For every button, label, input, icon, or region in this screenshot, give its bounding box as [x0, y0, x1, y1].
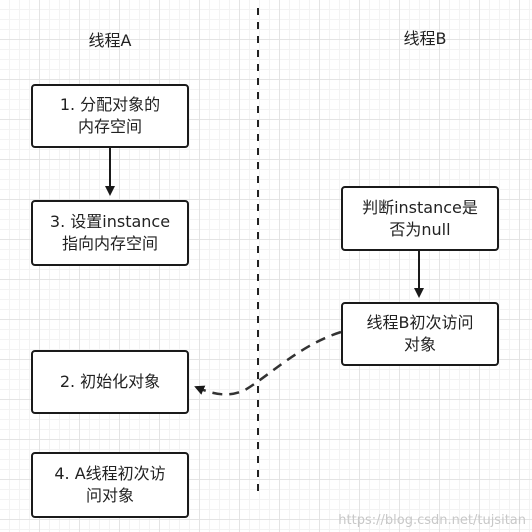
step-allocate-memory-box: 1. 分配对象的 内存空间 — [31, 84, 189, 148]
lane-title-thread-a: 线程A — [88, 31, 132, 50]
step-thread-a-access-box: 4. A线程初次访 问对象 — [31, 452, 189, 518]
dashed-arrow-access-to-init — [194, 330, 342, 396]
lane-title-thread-b: 线程B — [403, 29, 447, 48]
step-thread-b-access-box: 线程B初次访问 对象 — [341, 302, 499, 366]
watermark-text: https://blog.csdn.net/tujsitan — [338, 513, 526, 528]
step-set-instance-pointer-box: 3. 设置instance 指向内存空间 — [31, 200, 189, 266]
step-initialize-object-box: 2. 初始化对象 — [31, 350, 189, 414]
step-check-null-box: 判断instance是 否为null — [341, 186, 499, 251]
